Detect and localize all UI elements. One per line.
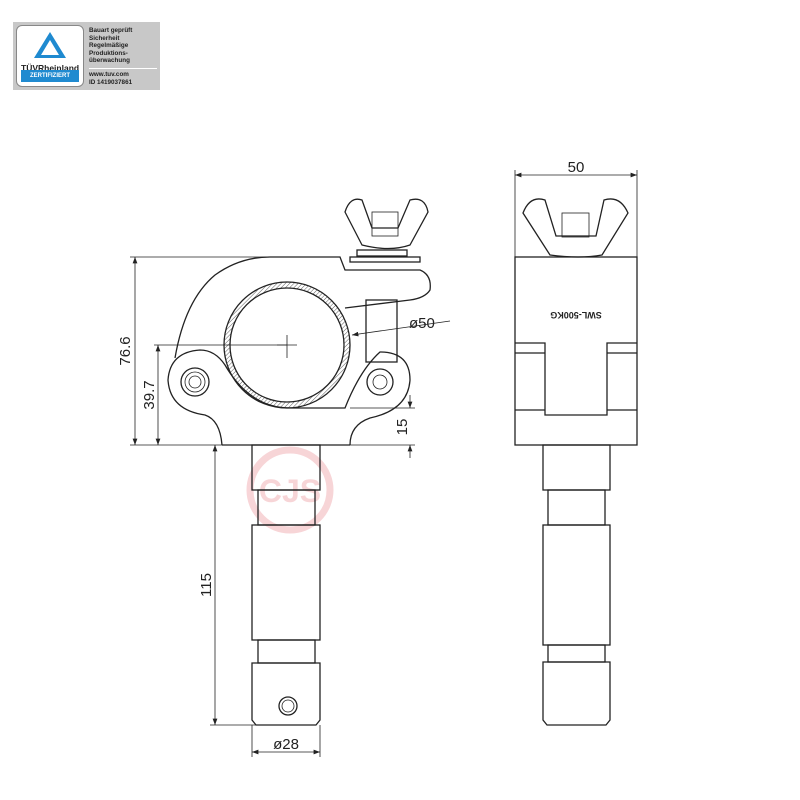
tuv-certificate-badge: TÜVRheinland ZERTIFIZIERT Bauart geprüft… bbox=[13, 22, 160, 90]
front-view: 50 SWL-500KG bbox=[514, 159, 638, 726]
certificate-contact: www.tuv.com ID 1419037861 bbox=[89, 68, 157, 86]
cert-line: überwachung bbox=[89, 57, 130, 64]
dim-spigot-diameter: ø28 bbox=[273, 736, 299, 753]
swl-engraving: SWL-500KG bbox=[550, 310, 602, 320]
clamp-upper-arm bbox=[174, 256, 431, 359]
dim-height-center: 39.7 bbox=[141, 380, 158, 409]
spigot bbox=[251, 444, 321, 726]
dim-base-height: 15 bbox=[394, 419, 411, 436]
certificate-text: Bauart geprüft Sicherheit Regelmäßige Pr… bbox=[89, 27, 132, 65]
washer bbox=[356, 249, 408, 257]
cert-line: Sicherheit bbox=[89, 34, 120, 42]
dim-tube-diameter: ø50 bbox=[409, 315, 435, 332]
dim-height-total: 76.6 bbox=[117, 336, 134, 365]
cert-line: Produktions- bbox=[89, 49, 128, 57]
clamp-body-front bbox=[514, 256, 638, 446]
wingnut bbox=[344, 198, 429, 250]
cert-id: ID 1419037861 bbox=[89, 78, 133, 86]
watermark-text: CJS bbox=[259, 473, 321, 509]
wingnut-front bbox=[522, 198, 629, 258]
tuv-brand: TÜVRheinland bbox=[21, 63, 80, 73]
cert-website: www.tuv.com bbox=[89, 71, 129, 78]
cert-line: Regelmäßige bbox=[89, 42, 129, 49]
dim-width: 50 bbox=[568, 159, 585, 176]
spigot-front bbox=[542, 444, 611, 726]
bolt bbox=[365, 299, 398, 363]
certified-label: ZERTIFIZIERT bbox=[21, 70, 79, 82]
cert-line: Bauart geprüft bbox=[89, 27, 133, 34]
cjs-watermark: CJS bbox=[246, 446, 334, 534]
side-view: 76.6 39.7 15 ø50 115 ø28 bbox=[117, 198, 451, 757]
tuv-logo: TÜVRheinland ZERTIFIZIERT bbox=[16, 25, 84, 87]
dim-spigot-length: 115 bbox=[198, 573, 215, 597]
tuv-triangle-icon bbox=[34, 32, 66, 58]
